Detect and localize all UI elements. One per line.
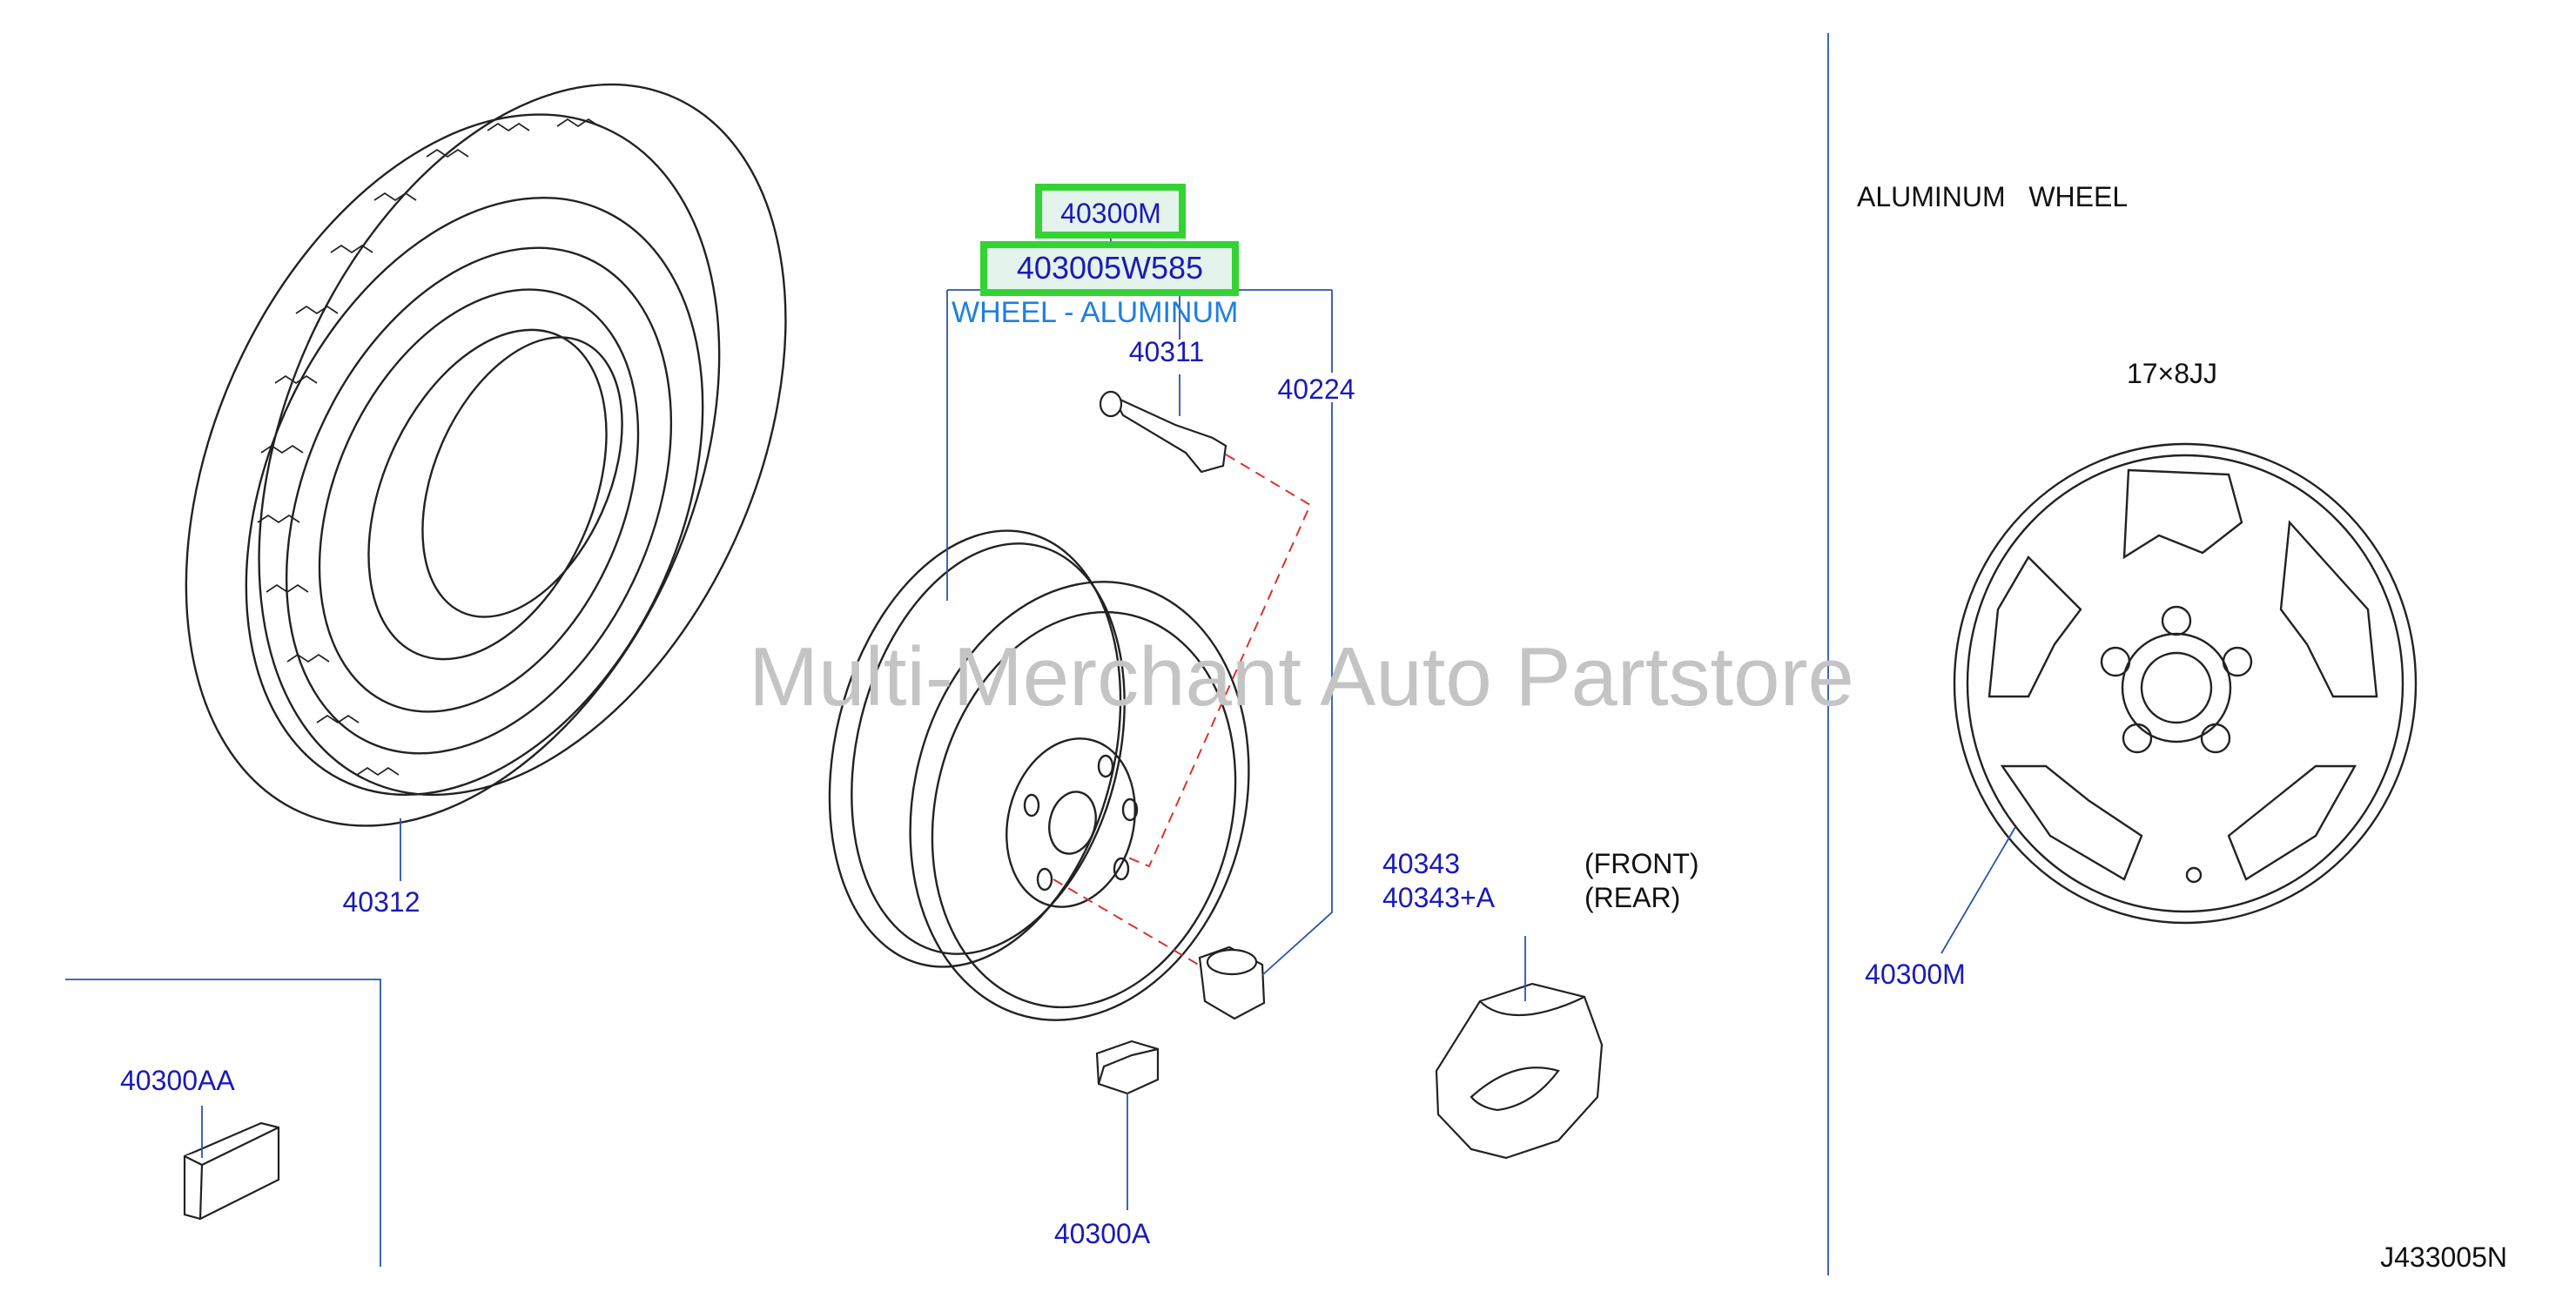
alu-wheel-lug <box>2161 605 2192 636</box>
wheel-center-bore <box>1048 791 1097 855</box>
wheel-drawing[interactable] <box>786 500 1294 1057</box>
tire-drawing[interactable] <box>82 2 890 909</box>
alu-wheel-lug <box>2122 723 2153 754</box>
part-label-40343a[interactable]: 40343+A <box>1382 882 1496 913</box>
center-cap-drawing[interactable] <box>1435 982 1604 1160</box>
wheel-back-lip <box>851 542 1126 955</box>
alu-wheel-window <box>2227 764 2357 881</box>
part-label-40224[interactable]: 40224 <box>1278 373 1355 405</box>
valve-stem-body <box>1110 394 1227 474</box>
tire-bead-outer <box>318 288 640 713</box>
wheel-lug-hole <box>1023 793 1040 818</box>
part-label-40311[interactable]: 40311 <box>1129 336 1205 367</box>
alu-wheel-bore <box>2140 651 2213 724</box>
tire-inner-back <box>421 336 623 618</box>
alu-wheel-hub <box>2121 632 2232 744</box>
wheel-aluminum-link[interactable]: WHEEL - ALUMINUM <box>952 296 1238 329</box>
note-front: (FRONT) <box>1584 848 1699 879</box>
plug-drawing[interactable] <box>1095 1040 1160 1095</box>
tire-tread-edge <box>185 113 721 827</box>
assembly-dash-lines <box>1053 454 1312 967</box>
wheel-lug-hole <box>1036 867 1053 892</box>
part-label-40343[interactable]: 40343 <box>1382 848 1460 879</box>
alu-wheel-window <box>2122 468 2243 560</box>
wheel-lug-hole <box>1097 754 1114 778</box>
alu-wheel-lug <box>2200 723 2231 754</box>
wheel-front-rim <box>909 581 1250 1021</box>
alu-wheel-valve-hole <box>2185 866 2203 884</box>
alu-wheel-window <box>2000 764 2143 881</box>
valve-stem-cap <box>1099 390 1123 418</box>
weight-callout-frame <box>65 979 381 1267</box>
tire-sidewall-outer <box>245 196 704 797</box>
part-label-40300m[interactable]: 40300M <box>1060 198 1161 229</box>
alu-wheel-lug <box>2222 646 2253 677</box>
wheel-lug-hole <box>1113 857 1130 881</box>
aluminum-wheel-drawing[interactable] <box>1953 442 2418 925</box>
weight-drawing[interactable] <box>183 1121 280 1221</box>
valve-stem-drawing[interactable] <box>1099 390 1227 474</box>
highlight-main-part[interactable] <box>1035 184 1186 239</box>
panel-wheel-size: 17×8JJ <box>2127 358 2217 389</box>
panel-title: ALUMINUM WHEEL <box>1857 181 2128 212</box>
watermark: Multi-Merchant Auto Partstore <box>749 630 1854 723</box>
wheel-hub <box>1006 737 1136 908</box>
wheel-face <box>931 610 1237 1009</box>
highlight-oem-number[interactable] <box>980 241 1239 296</box>
diagram-code: J433005N <box>2380 1242 2507 1273</box>
part-label-40300a[interactable]: 40300A <box>1054 1218 1151 1249</box>
alu-wheel-window <box>1987 555 2082 698</box>
tire-sidewall-mid <box>285 246 673 755</box>
alu-wheel-window <box>2279 520 2378 698</box>
wheel-lug-hole <box>1121 797 1139 822</box>
tire-outer-back <box>258 83 787 797</box>
part-label-40312[interactable]: 40312 <box>343 886 420 918</box>
alu-wheel-lug <box>2100 646 2131 677</box>
note-rear: (REAR) <box>1584 882 1680 913</box>
part-label-40300aa[interactable]: 40300AA <box>120 1065 235 1096</box>
wheel-back-rim <box>828 529 1122 968</box>
tire-tread-pattern <box>257 118 600 777</box>
lug-nut-drawing[interactable] <box>1198 945 1266 1020</box>
part-label-40300m-detail[interactable]: 40300M <box>1865 959 1966 990</box>
part-label-oem[interactable]: 403005W585 <box>1017 250 1203 286</box>
tire-bead-inner <box>367 328 608 661</box>
